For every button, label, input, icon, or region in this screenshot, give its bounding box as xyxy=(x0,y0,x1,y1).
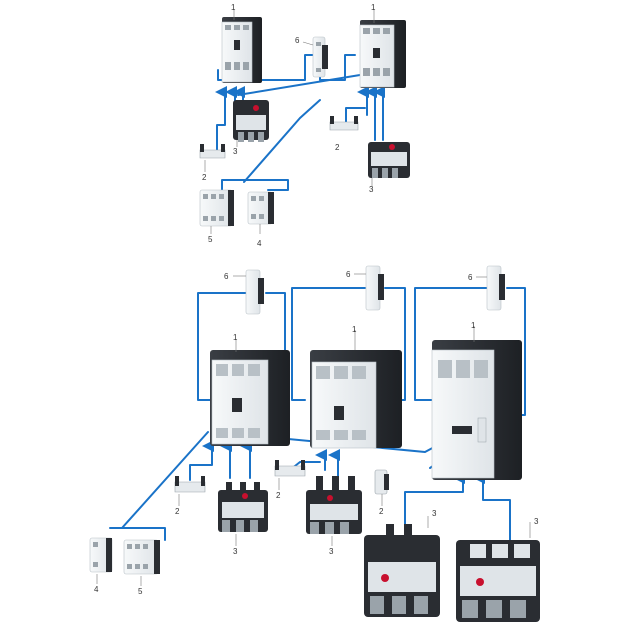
label-aux-2pole-top: 4 xyxy=(257,239,262,248)
overload-relay-large-1 xyxy=(364,524,440,617)
connector-line xyxy=(345,107,366,123)
label-aux-2pole-bottom: 4 xyxy=(94,585,99,594)
contactor-small-left xyxy=(221,17,262,83)
connector-line xyxy=(384,287,406,401)
contactor-medium-right xyxy=(310,350,402,449)
overload-relay-medium-2 xyxy=(306,476,362,534)
auxiliary-contact-2pole-bottom xyxy=(89,537,113,573)
label-overload-relay-bottom-3: 3 xyxy=(432,509,437,518)
label-side-aux-3: 6 xyxy=(468,273,473,282)
label-aux-4pole-top: 5 xyxy=(208,235,213,244)
connector-line xyxy=(237,74,361,96)
contactor-medium-left xyxy=(210,350,290,446)
side-auxiliary-contact-1 xyxy=(245,269,264,315)
contactor-large xyxy=(431,340,522,480)
auxiliary-contact-4pole-bottom xyxy=(123,539,160,575)
label-interlock-top-left: 2 xyxy=(202,173,207,182)
label-side-aux-2: 6 xyxy=(346,270,351,279)
overload-relay-large-2 xyxy=(456,540,540,622)
mechanical-interlock-bottom-2 xyxy=(274,460,306,477)
mechanical-interlock-bottom-3 xyxy=(374,469,389,495)
label-interlock-bottom-2: 2 xyxy=(276,491,281,500)
mechanical-interlock-top-right xyxy=(329,116,359,131)
connector-line xyxy=(109,527,166,541)
auxiliary-contact-4pole-top xyxy=(199,189,234,227)
callout-labels: 1 1 6 3 2 2 3 5 4 6 6 6 1 1 1 2 2 2 3 xyxy=(94,3,539,596)
label-contactor-2: 1 xyxy=(371,3,376,12)
label-interlock-bottom-3: 2 xyxy=(379,507,384,516)
label-contactor-5: 1 xyxy=(471,321,476,330)
overload-relay-small-left xyxy=(233,100,269,142)
side-auxiliary-contact-top xyxy=(312,36,328,78)
contactor-small-right xyxy=(359,20,406,88)
label-aux-4pole-bottom: 5 xyxy=(138,587,143,596)
connector-line xyxy=(217,54,324,81)
overload-relay-medium-1 xyxy=(218,482,268,532)
label-contactor-1: 1 xyxy=(231,3,236,12)
connector-line xyxy=(404,472,465,533)
connector-line xyxy=(197,292,249,401)
label-overload-relay-bottom-2: 3 xyxy=(329,547,334,556)
label-overload-relay-bottom-1: 3 xyxy=(233,547,238,556)
mechanical-interlock-bottom-1 xyxy=(174,476,206,493)
label-overload-relay-top-right: 3 xyxy=(369,185,374,194)
label-interlock-bottom-1: 2 xyxy=(175,507,180,516)
auxiliary-contact-2pole-top xyxy=(247,191,274,225)
connector-line xyxy=(414,287,488,401)
side-auxiliary-contact-3 xyxy=(486,265,505,311)
label-side-aux-1: 6 xyxy=(224,272,229,281)
label-contactor-3: 1 xyxy=(233,333,238,342)
mechanical-interlock-top-left xyxy=(199,144,226,159)
label-interlock-top-right: 2 xyxy=(335,143,340,152)
label-overload-relay-bottom-4: 3 xyxy=(534,517,539,526)
label-side-aux-top: 6 xyxy=(295,36,300,45)
overload-relay-small-right xyxy=(368,142,410,178)
connector-line xyxy=(473,472,511,541)
label-overload-relay-top-left: 3 xyxy=(233,147,238,156)
connector-line xyxy=(189,440,214,481)
connector-line xyxy=(243,99,321,183)
side-auxiliary-contact-2 xyxy=(365,265,384,311)
connector-line xyxy=(121,431,209,529)
label-contactor-4: 1 xyxy=(352,325,357,334)
connector-line xyxy=(221,179,289,191)
connector-line xyxy=(215,86,227,151)
connector-line xyxy=(291,287,366,401)
